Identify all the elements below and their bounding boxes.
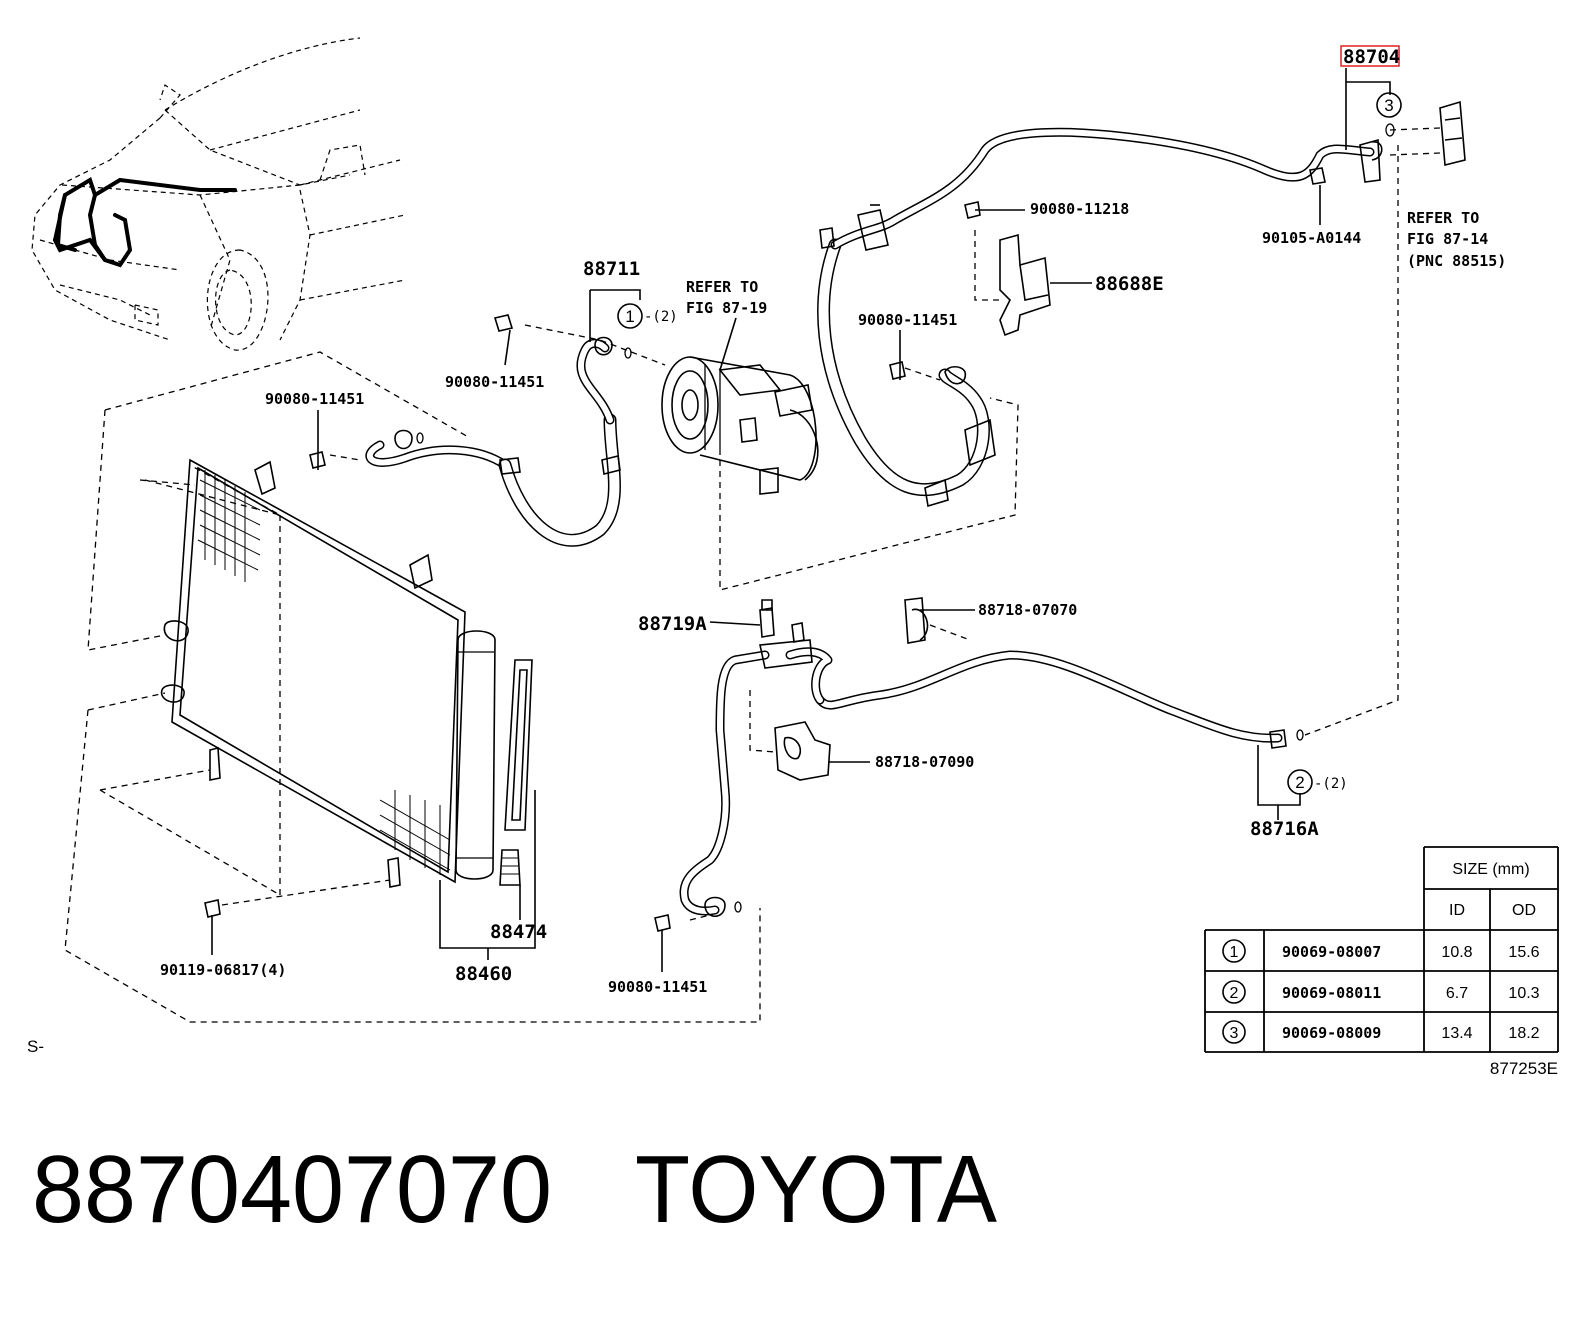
table-row-mark: 3 [1230, 1025, 1239, 1042]
label-90080-11451-a: 90080-11451 [858, 311, 957, 329]
table-row-od: 18.2 [1508, 1025, 1539, 1042]
table-header-size: SIZE (mm) [1452, 861, 1529, 878]
table-row-mark: 2 [1230, 985, 1239, 1002]
figure-code: 877253E [1490, 1059, 1558, 1078]
vehicle-illustration [31, 37, 406, 351]
caption: 8870407070 TOYOTA [32, 1136, 997, 1243]
label-refer-87-14-line3: (PNC 88515) [1407, 252, 1506, 270]
label-88704: 88704 [1343, 46, 1400, 68]
callout-3: 3 [1384, 96, 1393, 115]
label-90080-11218: 90080-11218 [1030, 200, 1129, 218]
label-90080-11451-c: 90080-11451 [265, 390, 364, 408]
label-90080-11451-b: 90080-11451 [445, 373, 544, 391]
condenser-assembly [160, 458, 533, 888]
table-row-id: 10.8 [1441, 944, 1472, 961]
table-header-od: OD [1512, 902, 1536, 919]
label-90080-11451-d: 90080-11451 [608, 978, 707, 996]
callout-1: 1 [625, 307, 634, 326]
refrigerant-lines [365, 127, 1383, 918]
s-mark: S- [27, 1037, 44, 1056]
part-labels: 88704 90105-A0144 REFER TO FIG 87-14 (PN… [27, 45, 1506, 1056]
label-88711: 88711 [583, 258, 640, 280]
callout-2: 2 [1295, 773, 1304, 792]
table-row-od: 10.3 [1508, 985, 1539, 1002]
highlight-box [1340, 45, 1400, 67]
table-row-od: 15.6 [1508, 944, 1539, 961]
label-88718-07070: 88718-07070 [978, 601, 1077, 619]
callout-2-qty: -(2) [1314, 776, 1348, 792]
label-88716A: 88716A [1250, 818, 1319, 840]
label-88688E: 88688E [1095, 273, 1164, 295]
label-refer-87-19-line1: REFER TO [686, 278, 758, 296]
label-refer-87-19-line2: FIG 87-19 [686, 299, 767, 317]
table-row-part: 90069-08009 [1282, 1024, 1381, 1042]
label-90119-06817: 90119-06817(4) [160, 961, 286, 979]
callout-circles: 1 -(2) 3 2 -(2) [617, 92, 1402, 795]
brackets [204, 100, 1466, 932]
compressor [661, 356, 819, 495]
caption-part-number: 8870407070 [32, 1136, 552, 1243]
table-row-id: 6.7 [1446, 985, 1468, 1002]
label-88718-07090: 88718-07090 [875, 753, 974, 771]
leader-lines [211, 68, 1391, 972]
o-ring-size-table: SIZE (mm) ID OD 1 90069-08007 10.8 15.6 … [1204, 846, 1559, 1053]
label-88460: 88460 [455, 963, 512, 985]
label-refer-87-14-line1: REFER TO [1407, 209, 1479, 227]
label-refer-87-14-line2: FIG 87-14 [1407, 230, 1488, 248]
callout-1-qty: -(2) [644, 309, 678, 325]
table-row-id: 13.4 [1441, 1025, 1472, 1042]
table-row-part: 90069-08007 [1282, 943, 1381, 961]
table-row-part: 90069-08011 [1282, 984, 1381, 1002]
group-boundaries [64, 127, 1441, 1023]
table-header-id: ID [1449, 902, 1465, 919]
label-88474: 88474 [490, 921, 547, 943]
label-88719A: 88719A [638, 613, 707, 635]
caption-brand: TOYOTA [635, 1136, 997, 1243]
table-row-mark: 1 [1230, 944, 1239, 961]
label-90105-A0144: 90105-A0144 [1262, 229, 1361, 247]
